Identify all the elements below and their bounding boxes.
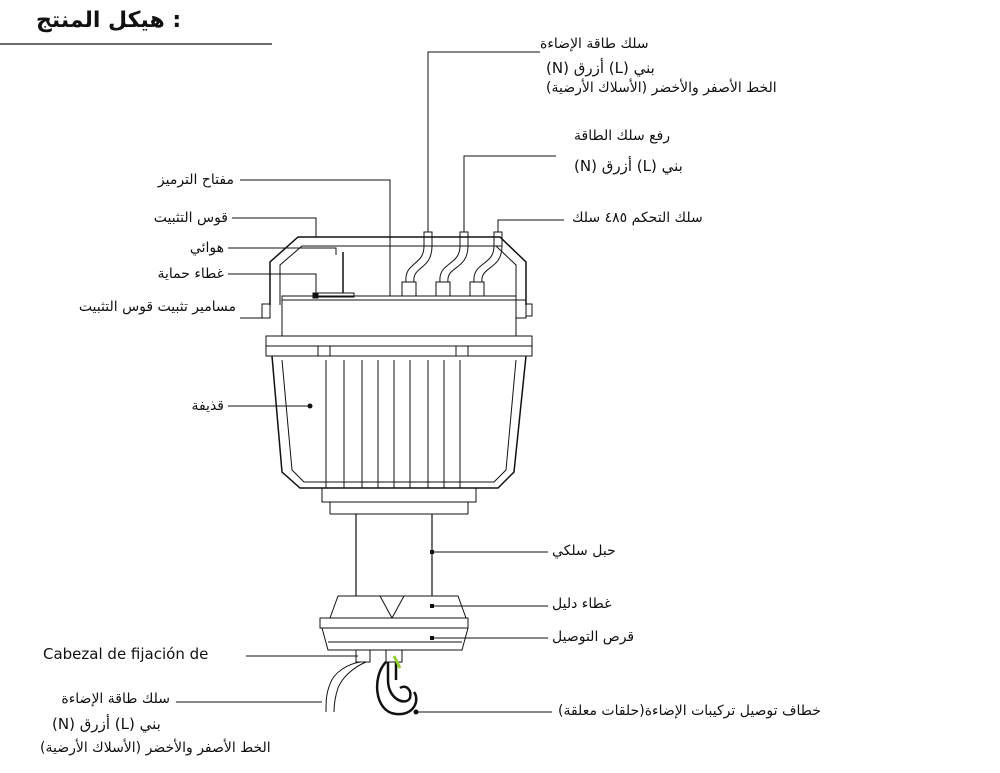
label-power-top-2: (N) أزرق (L) بني — [546, 59, 655, 77]
screw-right — [515, 299, 527, 319]
label-power-bottom-3: (الأسلاك الأرضية) الخط الأصفر والأخضر — [40, 740, 271, 756]
label-screws: مسامير تثبيت قوس التثبيت — [78, 299, 236, 315]
leader-dots — [307, 403, 434, 715]
ground-wire — [392, 655, 402, 669]
label-lift-2: (N) أزرق (L) بني — [574, 157, 683, 175]
label-antenna: هوائي — [189, 240, 224, 256]
label-power-bottom-1: سلك طاقة الإضاءة — [61, 691, 170, 707]
label-hook: (حلقات معلقة)خطاف توصيل تركيبات الإضاءة — [558, 703, 821, 719]
screw-left — [261, 303, 271, 319]
label-connecting-disc: قرص التوصيل — [552, 629, 635, 645]
cable-glands — [401, 231, 503, 297]
label-guide-cover: غطاء دليل — [552, 596, 612, 612]
label-fixing-head: Cabezal de fijación de — [43, 645, 209, 663]
connecting-disc — [319, 617, 469, 629]
top-body — [281, 295, 517, 337]
label-dim-switch: مفتاح الترميز — [157, 172, 234, 188]
label-control-wire: سلك التحكم ٤٨٥ سلك — [572, 210, 703, 226]
label-protective-cover: غطاء حماية — [157, 266, 224, 282]
label-power-top-1: سلك طاقة الإضاءة — [540, 36, 649, 52]
mounting-arc — [269, 236, 527, 305]
label-power-bottom-2: (N) أزرق (L) بني — [52, 715, 161, 733]
shell-fins — [325, 360, 461, 488]
hook — [386, 662, 412, 703]
label-shell: قذيفة — [191, 398, 224, 414]
label-mount-arc: قوس التثبيت — [153, 210, 228, 226]
page-title: هيكل المنتج : — [36, 8, 182, 33]
label-power-top-3: (الأسلاك الأرضية) الخط الأصفر والأخضر — [546, 80, 777, 96]
label-lift-1: رفع سلك الطاقة — [574, 128, 671, 144]
leader-lines — [176, 51, 564, 713]
shell — [271, 355, 527, 489]
label-wire-rope: حبل سلكي — [552, 543, 616, 559]
